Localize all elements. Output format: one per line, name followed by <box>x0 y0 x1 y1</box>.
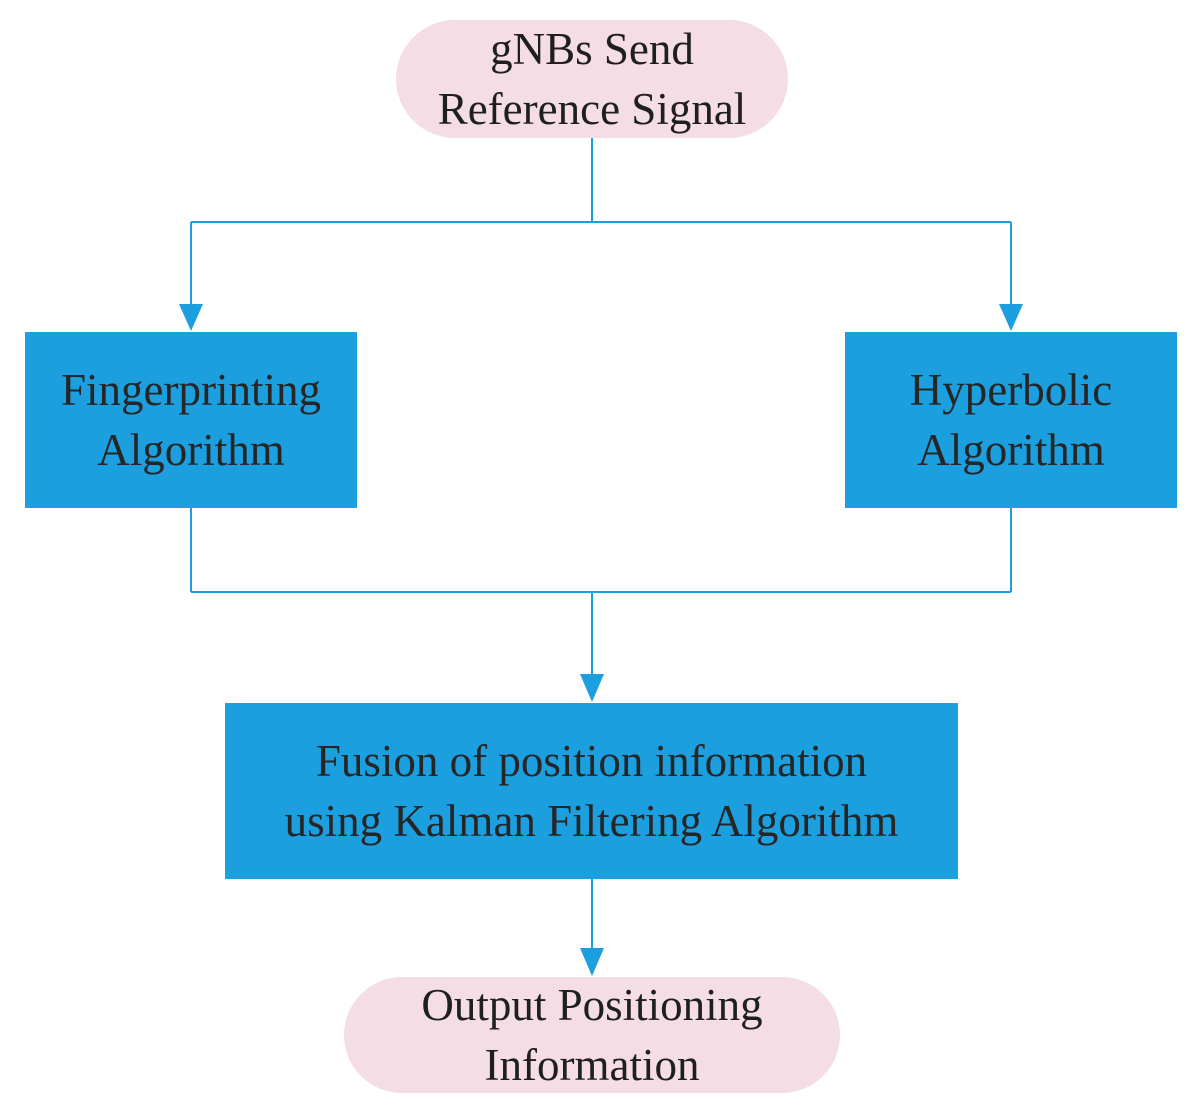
output-node-label: Output Positioning Information <box>421 980 763 1090</box>
fusion-node-label: Fusion of position information using Kal… <box>284 736 899 846</box>
hyperbolic-algorithm-node: Hyperbolic Algorithm <box>845 332 1177 508</box>
fingerprinting-node-label: Fingerprinting Algorithm <box>61 365 321 475</box>
arrowhead-output <box>580 948 604 976</box>
arrowhead-fingerprinting <box>179 304 203 331</box>
fingerprinting-algorithm-node: Fingerprinting Algorithm <box>25 332 357 508</box>
start-terminal-node: gNBs Send Reference Signal <box>396 20 788 138</box>
start-node-label: gNBs Send Reference Signal <box>437 24 747 134</box>
arrowhead-hyperbolic <box>999 304 1023 331</box>
arrowhead-fusion <box>580 674 604 702</box>
hyperbolic-node-label: Hyperbolic Algorithm <box>909 365 1113 475</box>
output-terminal-node: Output Positioning Information <box>344 977 840 1093</box>
kalman-fusion-node: Fusion of position information using Kal… <box>225 703 958 879</box>
